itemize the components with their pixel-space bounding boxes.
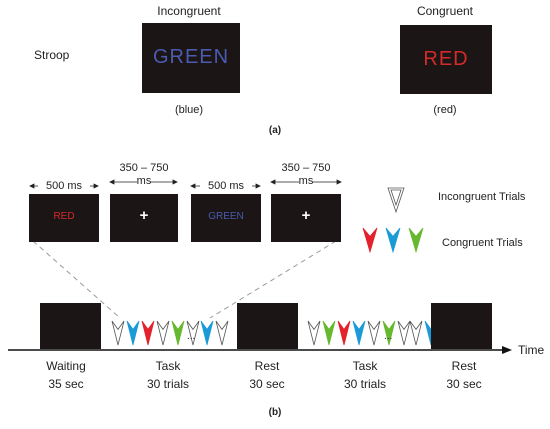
- congruent-stimulus-screen: RED: [400, 25, 492, 94]
- trial-marker: [307, 320, 321, 346]
- duration-label-2-line: 350 – 750 ms: [119, 162, 169, 187]
- stimulus-screen-red-text: RED: [53, 211, 75, 222]
- trial-marker: [111, 320, 125, 346]
- legend-incongruent-marker: [387, 187, 405, 214]
- trial-marker: [215, 320, 229, 346]
- duration-label-4-line: 350 – 750 ms: [281, 162, 331, 187]
- duration-label-1: 500 ms: [38, 180, 90, 192]
- timeline-ellipsis-2: ...: [384, 331, 393, 342]
- time-axis-label: Time: [518, 343, 545, 357]
- incongruent-word: GREEN: [152, 46, 230, 68]
- trial-marker: [126, 320, 140, 346]
- stroop-row-label: Stroop: [34, 48, 70, 62]
- trial-marker: [200, 320, 214, 346]
- trial-marker: [337, 320, 351, 346]
- stimulus-screen-green: GREEN: [191, 194, 261, 242]
- incongruent-ink-label: (blue): [174, 104, 204, 116]
- legend-incongruent-label: Incongruent Trials: [438, 191, 526, 203]
- legend-congruent-markers: [362, 227, 424, 254]
- panel-b-caption: (b): [268, 407, 282, 418]
- legend-green-marker: [408, 227, 424, 254]
- phase-waiting-detail: 35 sec: [48, 377, 84, 391]
- phase-task-1-name: Task: [155, 359, 181, 373]
- timeline-block-waiting: [40, 303, 101, 349]
- trial-marker: [397, 320, 411, 346]
- trial-marker: [382, 320, 396, 346]
- time-axis-arrowhead: [502, 346, 512, 354]
- phase-task-1-detail: 30 trials: [146, 377, 190, 391]
- duration-label-3: 500 ms: [200, 180, 252, 192]
- fixation-cross-2: +: [301, 207, 311, 224]
- stimulus-screen-red: RED: [29, 194, 99, 242]
- panel-a-caption: (a): [268, 125, 282, 136]
- zoom-dashed-lines: [32, 240, 337, 319]
- duration-label-4: 350 – 750 ms: [274, 162, 338, 188]
- congruent-title: Congruent: [416, 4, 474, 18]
- phase-rest-1-detail: 30 sec: [249, 377, 285, 391]
- trial-marker: [171, 320, 185, 346]
- trial-marker: [141, 320, 155, 346]
- legend-red-marker: [362, 227, 378, 254]
- congruent-ink-label: (red): [433, 104, 457, 116]
- incongruent-title: Incongruent: [157, 4, 221, 18]
- timeline-block-rest-2: [431, 303, 492, 349]
- timeline-block-rest-1: [237, 303, 298, 349]
- phase-rest-1-name: Rest: [254, 359, 280, 373]
- trial-marker: [322, 320, 336, 346]
- time-axis: [8, 346, 512, 354]
- fixation-screen-1: +: [110, 194, 178, 242]
- fixation-cross-1: +: [139, 207, 149, 224]
- trial-marker: [367, 320, 381, 346]
- phase-task-2-detail: 30 trials: [343, 377, 387, 391]
- trial-marker: [352, 320, 366, 346]
- fixation-screen-2: +: [271, 194, 341, 242]
- trial-marker: [156, 320, 170, 346]
- trial-marker: [409, 320, 423, 346]
- timeline-ellipsis-1: ...: [187, 331, 196, 342]
- phase-rest-2-detail: 30 sec: [446, 377, 482, 391]
- phase-waiting-name: Waiting: [46, 359, 86, 373]
- phase-rest-2-name: Rest: [451, 359, 477, 373]
- legend-blue-marker: [385, 227, 401, 254]
- legend-congruent-label: Congruent Trials: [442, 237, 523, 249]
- trial-marker: [186, 320, 200, 346]
- stimulus-screen-green-text: GREEN: [208, 211, 244, 222]
- phase-task-2-name: Task: [352, 359, 378, 373]
- incongruent-stimulus-screen: GREEN: [142, 23, 240, 93]
- congruent-word: RED: [423, 48, 469, 70]
- duration-label-2: 350 – 750 ms: [112, 162, 176, 188]
